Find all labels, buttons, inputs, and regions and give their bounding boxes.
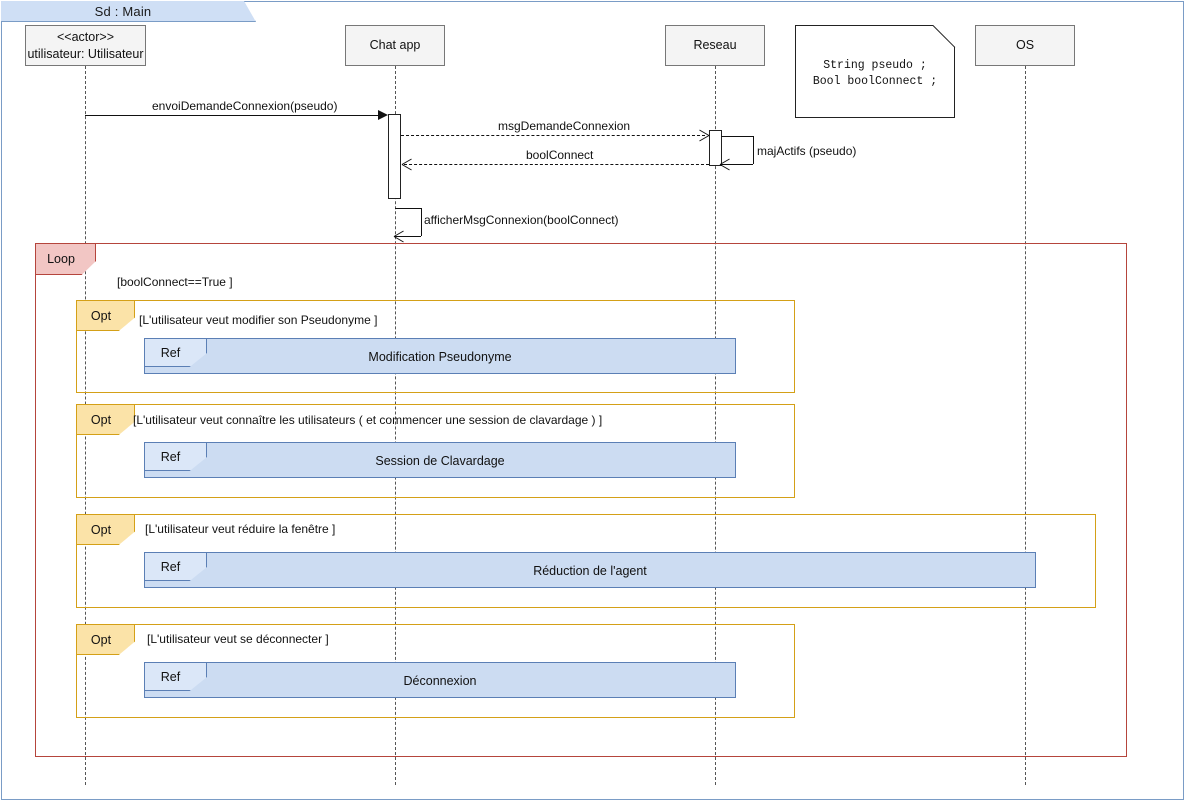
- fragment-opt-4-operator-tab[interactable]: Opt: [77, 625, 135, 655]
- ref-title-reduction-de-l-agent: Réduction de l'agent: [533, 564, 647, 578]
- fragment-opt-2-operator-label: Opt: [90, 412, 112, 427]
- message-line-envoi-demande-connexion: [85, 115, 379, 116]
- lifeline-label-chat-app: Chat app: [369, 38, 421, 53]
- fragment-opt-1[interactable]: [76, 300, 795, 393]
- ref-title-session-de-clavardage: Session de Clavardage: [375, 454, 505, 468]
- fragment-loop[interactable]: [35, 243, 1127, 757]
- message-arrowhead-envoi-demande-connexion: [378, 110, 388, 120]
- message-line-msg-demande-connexion: [401, 135, 705, 136]
- diagram-title-label: Sd : Main: [94, 3, 152, 19]
- fragment-opt-3-operator-label: Opt: [90, 522, 112, 537]
- note-box: String pseudo ; Bool boolConnect ;: [795, 25, 955, 118]
- fragment-opt-3-guard: [L'utilisateur veut réduire la fenêtre ]: [145, 522, 336, 536]
- activation-reseau: [709, 130, 722, 166]
- ref-tab-label-3: Ref: [160, 559, 181, 574]
- lifeline-label-actor: utilisateur: Utilisateur: [27, 46, 144, 61]
- note-line-2: Bool boolConnect ;: [812, 75, 938, 88]
- fragment-opt-4-operator-label: Opt: [90, 632, 112, 647]
- lifeline-line-os: [1025, 66, 1026, 785]
- lifeline-head-os[interactable]: OS: [975, 25, 1075, 66]
- fragment-loop-guard: [boolConnect==True ]: [117, 275, 233, 289]
- lifeline-head-chat-app[interactable]: Chat app: [345, 25, 445, 66]
- fragment-opt-1-operator-label: Opt: [90, 308, 112, 323]
- message-label-bool-connect: boolConnect: [526, 148, 594, 162]
- message-line-afficher-msg-bottom: [395, 236, 421, 237]
- lifeline-line-reseau: [715, 66, 716, 785]
- ref-title-modification-pseudonyme: Modification Pseudonyme: [368, 350, 512, 364]
- ref-box-modification-pseudonyme[interactable]: Ref Modification Pseudonyme: [144, 338, 736, 374]
- diagram-title-tab[interactable]: Sd : Main: [1, 1, 256, 22]
- message-label-envoi-demande-connexion: envoiDemandeConnexion(pseudo): [152, 99, 338, 113]
- lifeline-head-actor[interactable]: <<actor>> utilisateur: Utilisateur: [25, 25, 146, 66]
- fragment-loop-operator-tab[interactable]: Loop: [36, 244, 96, 275]
- ref-tab-modification-pseudonyme: Ref: [145, 339, 207, 367]
- activation-chat-app: [388, 114, 401, 199]
- message-line-maj-actifs-side: [753, 136, 754, 164]
- ref-box-session-de-clavardage[interactable]: Ref Session de Clavardage: [144, 442, 736, 478]
- ref-box-reduction-de-l-agent[interactable]: Ref Réduction de l'agent: [144, 552, 1036, 588]
- message-label-maj-actifs: majActifs (pseudo): [757, 144, 857, 158]
- lifeline-line-chat-app: [395, 66, 396, 785]
- ref-title-deconnexion: Déconnexion: [403, 674, 477, 688]
- fragment-opt-3[interactable]: [76, 514, 1096, 608]
- fragment-opt-2-guard: [L'utilisateur veut connaître les utilis…: [133, 413, 603, 427]
- fragment-loop-operator-label: Loop: [47, 252, 75, 266]
- message-line-maj-actifs-bottom: [721, 164, 753, 165]
- message-line-maj-actifs-top: [721, 136, 753, 137]
- note-line-1: String pseudo ;: [823, 59, 927, 72]
- lifeline-head-reseau[interactable]: Reseau: [665, 25, 765, 66]
- message-arrowhead-maj-actifs: [720, 159, 731, 170]
- message-arrowhead-afficher-msg: [394, 231, 405, 242]
- ref-tab-deconnexion: Ref: [145, 663, 207, 691]
- lifeline-stereotype-actor: <<actor>>: [57, 29, 114, 44]
- fragment-opt-4-guard: [L'utilisateur veut se déconnecter ]: [147, 632, 329, 646]
- ref-tab-label-4: Ref: [160, 669, 181, 684]
- message-line-afficher-msg-side: [421, 208, 422, 236]
- ref-tab-label-1: Ref: [160, 345, 181, 360]
- lifeline-label-reseau: Reseau: [693, 38, 737, 53]
- message-line-afficher-msg-top: [395, 208, 421, 209]
- message-label-afficher-msg-connexion: afficherMsgConnexion(boolConnect): [424, 213, 619, 227]
- fragment-opt-1-guard: [L'utilisateur veut modifier son Pseudon…: [139, 313, 378, 327]
- message-label-msg-demande-connexion: msgDemandeConnexion: [498, 119, 631, 133]
- message-arrowhead-msg-demande-connexion: [698, 130, 709, 141]
- fragment-opt-2-operator-tab[interactable]: Opt: [77, 405, 135, 435]
- fragment-opt-4[interactable]: [76, 624, 795, 718]
- message-arrowhead-bool-connect: [402, 159, 413, 170]
- fragment-opt-2[interactable]: [76, 404, 795, 498]
- fragment-opt-1-operator-tab[interactable]: Opt: [77, 301, 135, 331]
- message-line-bool-connect: [404, 164, 709, 165]
- lifeline-label-os: OS: [1015, 38, 1035, 53]
- ref-tab-label-2: Ref: [160, 449, 181, 464]
- ref-box-deconnexion[interactable]: Ref Déconnexion: [144, 662, 736, 698]
